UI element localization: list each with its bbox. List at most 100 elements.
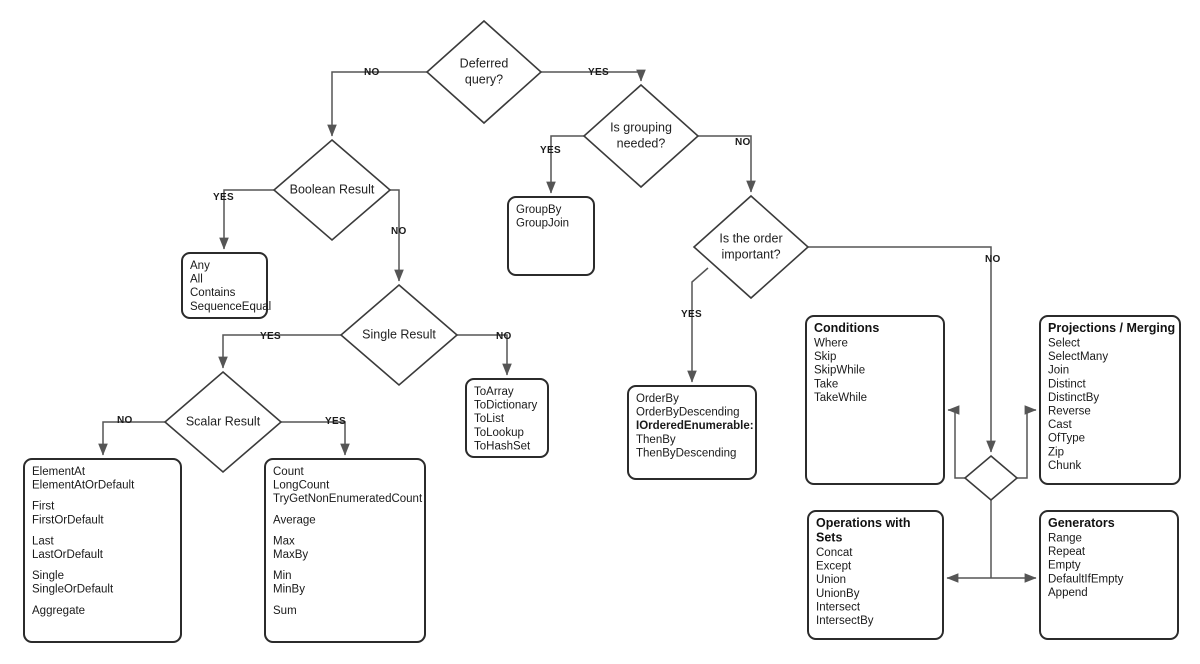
box-list-item: OrderByDescending: [636, 407, 740, 419]
box-list-item: Any: [190, 260, 210, 272]
decision-single[interactable]: Single Result: [339, 283, 459, 387]
box-list-item: Average: [273, 514, 316, 526]
box-list-item: Empty: [1048, 560, 1081, 572]
edge-grouping-yes: [546, 135, 584, 194]
box-list-item: GroupBy: [516, 204, 562, 216]
diamond-shape: [425, 19, 543, 125]
box-sets-methods[interactable]: Operations withSetsConcatExceptUnionUnio…: [807, 510, 944, 640]
box-list-item: SequenceEqual: [190, 301, 271, 313]
edge-hub-projections: [1017, 405, 1037, 479]
box-aggregation-methods[interactable]: CountLongCountTryGetNonEnumeratedCountAv…: [264, 458, 426, 643]
edge-single-no: [457, 334, 512, 376]
box-list-item: LastOrDefault: [32, 549, 104, 561]
box-outline: [23, 458, 182, 643]
box-list-item: Select: [1048, 338, 1081, 350]
box-layer: AnyAllContainsSequenceEqualGroupByGroupJ…: [23, 196, 1181, 643]
edge-label-deferred-no: NO: [364, 67, 380, 78]
box-conditions-methods[interactable]: ConditionsWhereSkipSkipWhileTakeTakeWhil…: [805, 315, 945, 485]
box-list-item: Union: [816, 574, 846, 586]
box-list-item: Take: [814, 378, 838, 390]
edge-label-scalar-yes: YES: [325, 416, 346, 427]
edge-deferred-no: [327, 71, 427, 137]
edge-grouping-no: [698, 135, 756, 193]
box-outline: [1039, 510, 1179, 640]
edge-label-boolean-yes: YES: [213, 192, 234, 203]
box-list-item: Contains: [190, 287, 236, 299]
box-list-item: Append: [1048, 587, 1088, 599]
box-list-item: ToDictionary: [474, 400, 538, 412]
edge-label-order-no: NO: [985, 254, 1001, 265]
edge-boolean-yes: [219, 189, 274, 250]
box-list-item: SelectMany: [1048, 351, 1108, 363]
box-materialization-methods[interactable]: ToArrayToDictionaryToListToLookupToHashS…: [465, 378, 549, 458]
box-list-item: DistinctBy: [1048, 392, 1099, 404]
box-title: Generators: [1048, 516, 1115, 530]
edge-order-yes: [687, 267, 709, 383]
edge-label-single-yes: YES: [260, 331, 281, 342]
box-list-item: Sum: [273, 605, 297, 617]
diamond-shape: [963, 454, 1019, 502]
edge-order-no: [808, 246, 996, 453]
box-outline: [627, 385, 757, 480]
box-outline: [1039, 315, 1181, 485]
box-outline: [465, 378, 549, 458]
edge-label-scalar-no: NO: [117, 415, 133, 426]
edge-label-deferred-yes: YES: [588, 67, 609, 78]
box-list-item: Where: [814, 338, 848, 350]
decision-label: needed?: [617, 136, 666, 150]
decision-label: Boolean Result: [290, 182, 375, 196]
edge-label-boolean-no: NO: [391, 226, 407, 237]
box-list-item: UnionBy: [816, 588, 860, 600]
decision-hub[interactable]: [963, 454, 1019, 502]
box-element-methods[interactable]: ElementAtElementAtOrDefaultFirstFirstOrD…: [23, 458, 182, 643]
decision-label: Single Result: [362, 327, 436, 341]
decision-label: important?: [721, 247, 780, 261]
decision-order[interactable]: Is the order important?: [692, 194, 810, 300]
box-list-item: Distinct: [1048, 378, 1087, 390]
box-generators-methods[interactable]: GeneratorsRangeRepeatEmptyDefaultIfEmpty…: [1039, 510, 1179, 640]
box-list-item: DefaultIfEmpty: [1048, 573, 1124, 585]
box-list-item: SingleOrDefault: [32, 584, 114, 596]
box-list-item: TakeWhile: [814, 392, 867, 404]
box-list-item: Join: [1048, 365, 1069, 377]
box-list-item: OrderBy: [636, 393, 679, 405]
box-outline: [805, 315, 945, 485]
box-list-item: LongCount: [273, 480, 330, 492]
box-list-item: MinBy: [273, 584, 305, 596]
decision-scalar[interactable]: Scalar Result: [163, 370, 283, 474]
edge-label-order-yes: YES: [681, 309, 702, 320]
box-list-item: SkipWhile: [814, 365, 865, 377]
box-title: Projections / Merging: [1048, 321, 1175, 335]
box-list-item: Except: [816, 561, 852, 573]
box-list-item: Repeat: [1048, 546, 1086, 558]
decision-label: Is the order: [719, 231, 782, 245]
box-ordering-methods[interactable]: OrderByOrderByDescendingIOrderedEnumerab…: [627, 385, 757, 480]
box-list-item: Skip: [814, 351, 836, 363]
edge-deferred-yes: [541, 69, 646, 82]
box-list-item: FirstOrDefault: [32, 514, 104, 526]
box-title: Conditions: [814, 321, 879, 335]
diamond-shape: [163, 370, 283, 474]
decision-boolean[interactable]: Boolean Result: [272, 138, 392, 242]
decision-label: query?: [465, 72, 503, 86]
box-list-item: OfType: [1048, 433, 1085, 445]
box-title: Operations with: [816, 516, 910, 530]
box-list-item: Cast: [1048, 419, 1072, 431]
box-outline: [807, 510, 944, 640]
box-projections-methods[interactable]: Projections / MergingSelectSelectManyJoi…: [1039, 315, 1181, 485]
box-list-item: ThenByDescending: [636, 447, 736, 459]
box-outline: [181, 252, 268, 319]
box-list-item: Range: [1048, 533, 1082, 545]
edge-boolean-no: [390, 189, 404, 282]
box-outline: [507, 196, 595, 276]
box-list-item: Chunk: [1048, 460, 1081, 472]
edge-scalar-yes: [281, 421, 350, 456]
